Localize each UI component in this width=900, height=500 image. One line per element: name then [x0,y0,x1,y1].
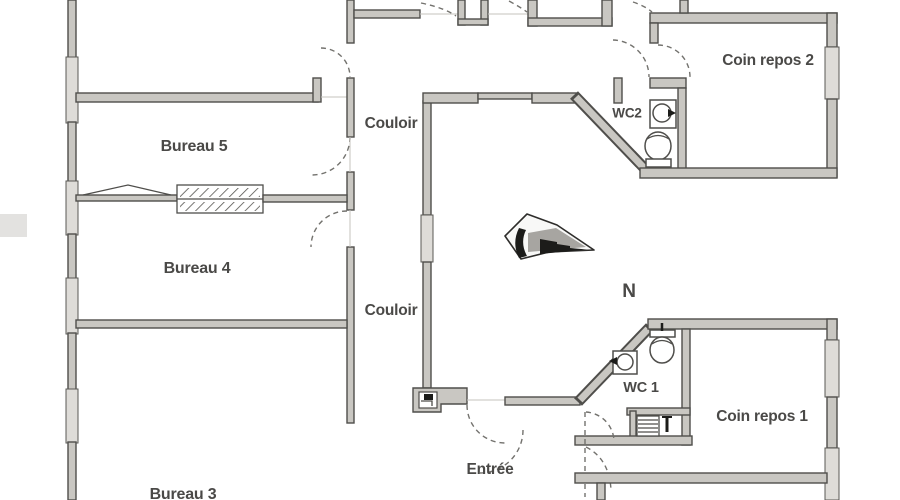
door-arc-top-3 [632,1,653,13]
room-label-couloir-top: Couloir [364,115,418,132]
toilet-icon-wc1 [649,323,676,364]
sliding-door-symbol [82,184,172,196]
window-right-1 [824,46,840,100]
door-arc-passage-2 [585,446,612,491]
wall-entree-top [504,396,581,406]
toilet-icon-wc2 [644,131,672,174]
window-corridor [420,214,434,263]
watermark-fragment [0,214,27,237]
stairs-symbol [636,415,660,437]
room-label-wc2: WC2 [612,105,642,121]
coin-repos-2-walls [639,0,840,179]
wall-wc1-bottom [626,407,691,416]
tap-symbol [662,416,672,432]
sink-icon-wc2 [649,99,677,129]
north-label: N [622,281,636,302]
door-arc-wc2-lobby [612,39,650,78]
room-label-wc1: WC 1 [623,380,659,396]
door-arc-entree-1 [466,404,506,444]
window-left-1 [65,56,79,124]
room-label-bureau4: Bureau 4 [163,260,231,277]
entree-wc1-walls [479,318,838,497]
wall-bureau5-4-divider [75,184,348,214]
room-entree [440,420,570,498]
wall-corridor-right [412,100,506,444]
wall-corridor-left [310,77,355,424]
wall-exterior-left [65,0,79,500]
room-label-coin-repos-1: Coin repos 1 [716,408,808,425]
wall-wc1-coin1-top [647,318,838,330]
coin-repos-1-walls [574,318,840,500]
window-left-2 [65,180,79,236]
door-arc-passage-1 [585,411,615,442]
sink-icon-wc1 [609,350,638,375]
room-label-bureau5: Bureau 5 [160,138,228,155]
door-arc-bureau5 [311,136,351,176]
door-arc-top-2 [508,0,528,13]
door-arc-top-1 [420,2,457,17]
window-left-4 [65,388,79,444]
wall-bottom [574,472,828,484]
window-radiator-symbol [176,184,264,214]
room-bureau-3 [80,330,345,498]
room-label-entree: Entrée [466,461,514,478]
walls-top-middle [346,0,653,78]
north-arrow-icon [504,213,595,260]
room-label-bureau3: Bureau 3 [149,486,217,500]
room-coin-repos-1 [692,332,825,472]
room-label-couloir-bottom: Couloir [364,302,418,319]
wall-niche-bottom [574,435,693,446]
wall-coin2-top [649,12,838,24]
window-right-2 [824,339,840,398]
wall-bureau4-3-divider [75,319,348,329]
wall-coin2-bottom [639,167,838,179]
door-arc-top-left-room [320,47,351,78]
door-arc-bureau4 [310,210,348,248]
room-label-coin-repos-2: Coin repos 2 [722,52,814,69]
wall-central-top [422,77,623,104]
wc2-zone [570,77,687,176]
wall-wc1-right [681,328,691,446]
wall-top-left-room [75,47,351,103]
